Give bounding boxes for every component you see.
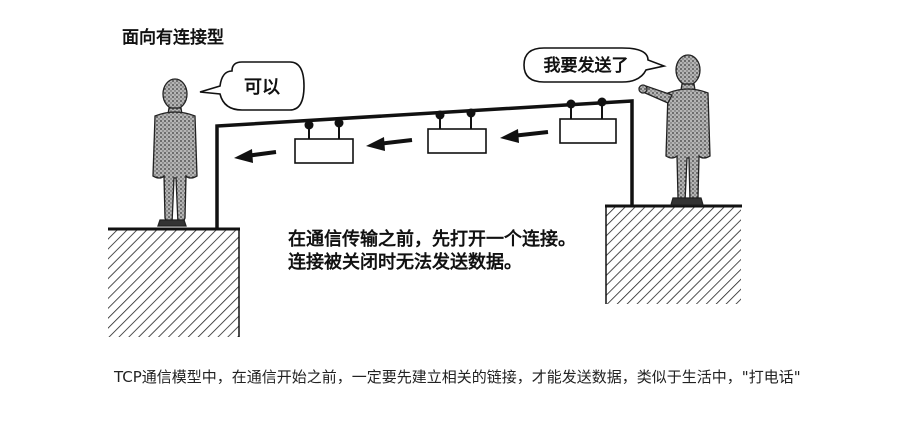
figure-caption: TCP通信模型中，在通信开始之前，一定要先建立相关的链接，才能发送数据，类似于生… [114,368,801,386]
receiver-speech-bubble: 可以 [199,61,305,111]
sender-bubble-text: 我要发送了 [544,55,629,76]
left-arrow-icon [366,137,413,151]
receiver-bubble-text: 可以 [244,77,280,98]
left-arrow-icon [234,149,277,163]
diagram-canvas: 面向有连接型 [108,27,742,337]
connection-oriented-diagram: 面向有连接型 [108,27,742,337]
right-ground [605,204,742,304]
diagram-title: 面向有连接型 [122,27,224,48]
sender-speech-bubble: 我要发送了 [523,47,667,83]
left-ground [108,227,240,337]
connection-line [215,99,634,229]
data-packet [427,108,487,154]
explanation-line-1: 在通信传输之前，先打开一个连接。 [288,228,576,250]
receiver-person-icon [152,78,198,227]
data-packet [294,118,354,164]
sender-person-icon [638,54,711,206]
data-packet [559,97,617,144]
left-arrow-icon [500,129,549,143]
explanation-line-2: 连接被关闭时无法发送数据。 [288,251,522,273]
